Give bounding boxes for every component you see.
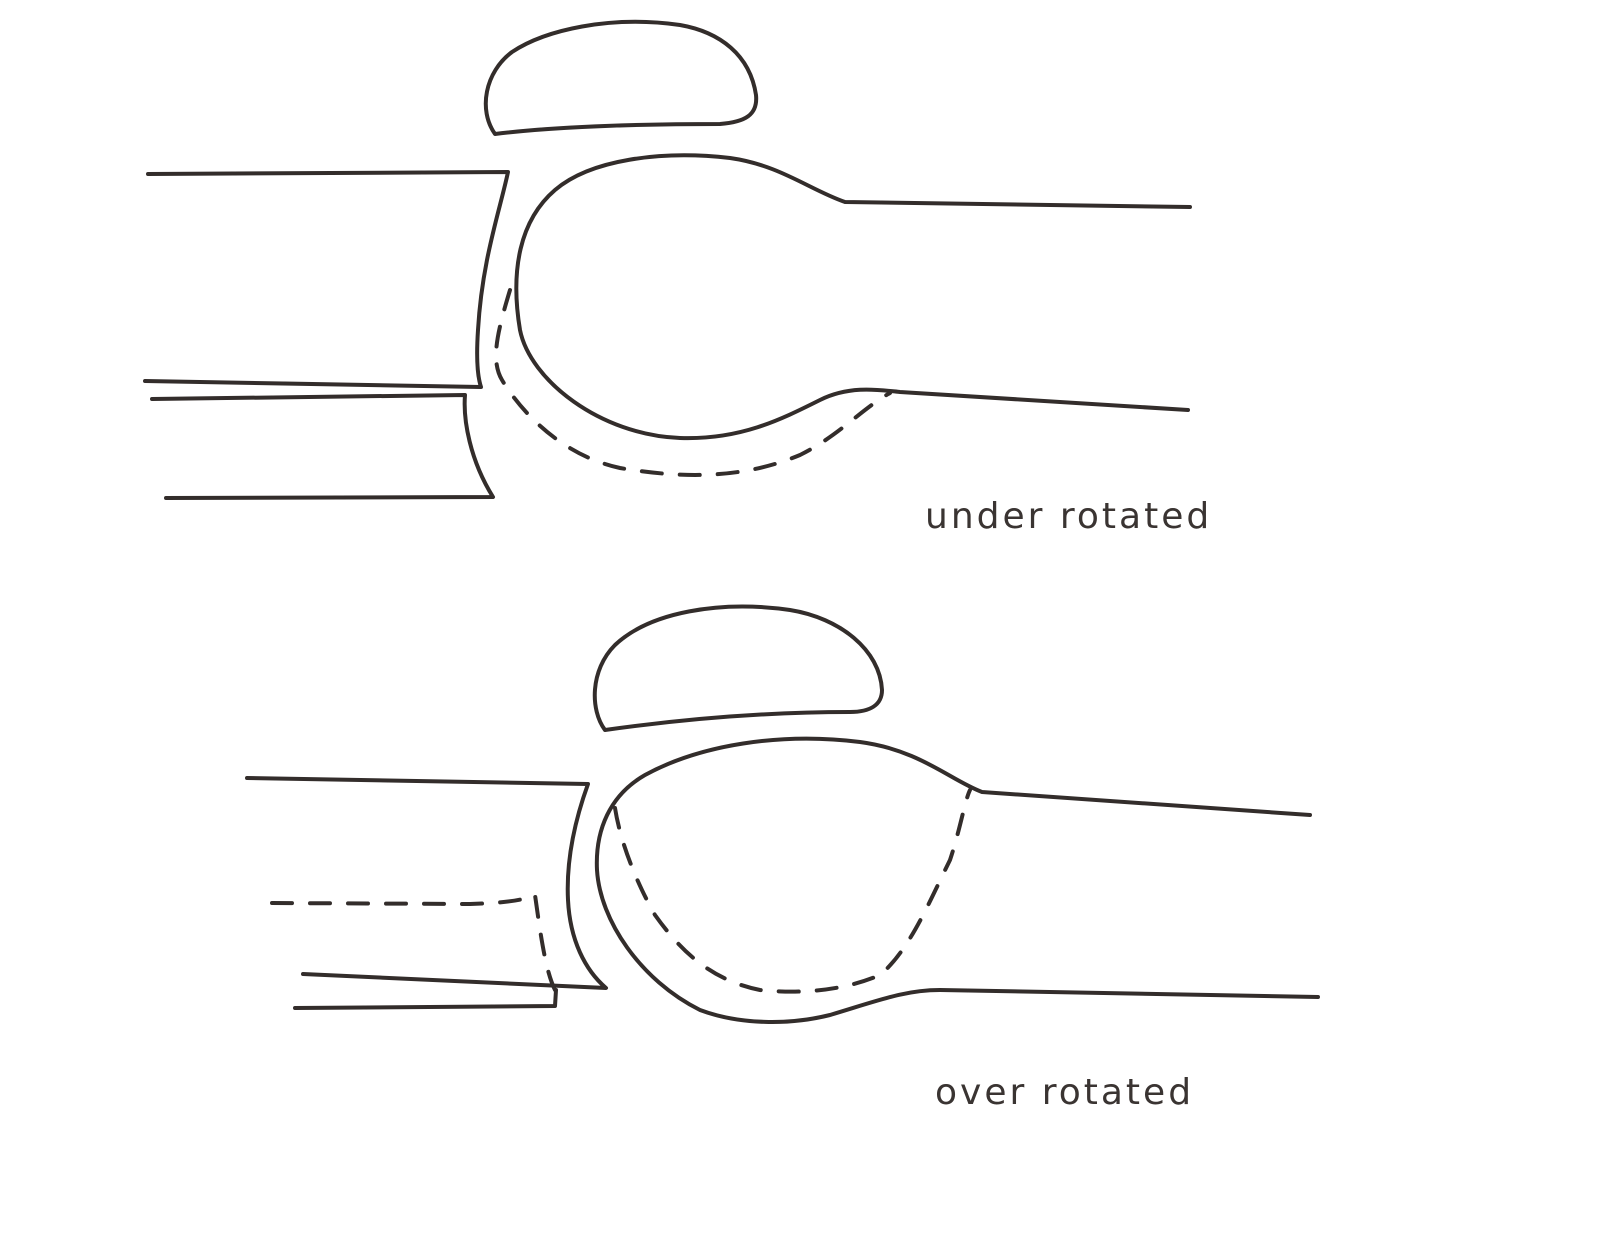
dashed-outline-top [494, 288, 892, 477]
dashed-shaft-line [270, 891, 557, 992]
round-head-top [514, 153, 1192, 441]
cap-bone-top [483, 19, 759, 136]
left-shaft-lower-b [293, 988, 558, 1010]
caption-under-rotated: under rotated [925, 496, 1213, 537]
caption-over-rotated: over rotated [935, 1072, 1195, 1113]
dashed-outline-bottom [613, 788, 972, 994]
under-rotated-figure [143, 19, 1192, 500]
over-rotated-figure [245, 604, 1320, 1024]
left-shaft-lower [150, 393, 495, 500]
left-shaft-upper [143, 170, 510, 389]
round-head-bottom [594, 736, 1320, 1024]
cap-bone-bottom [592, 604, 884, 732]
left-shaft-upper-b [245, 776, 608, 990]
